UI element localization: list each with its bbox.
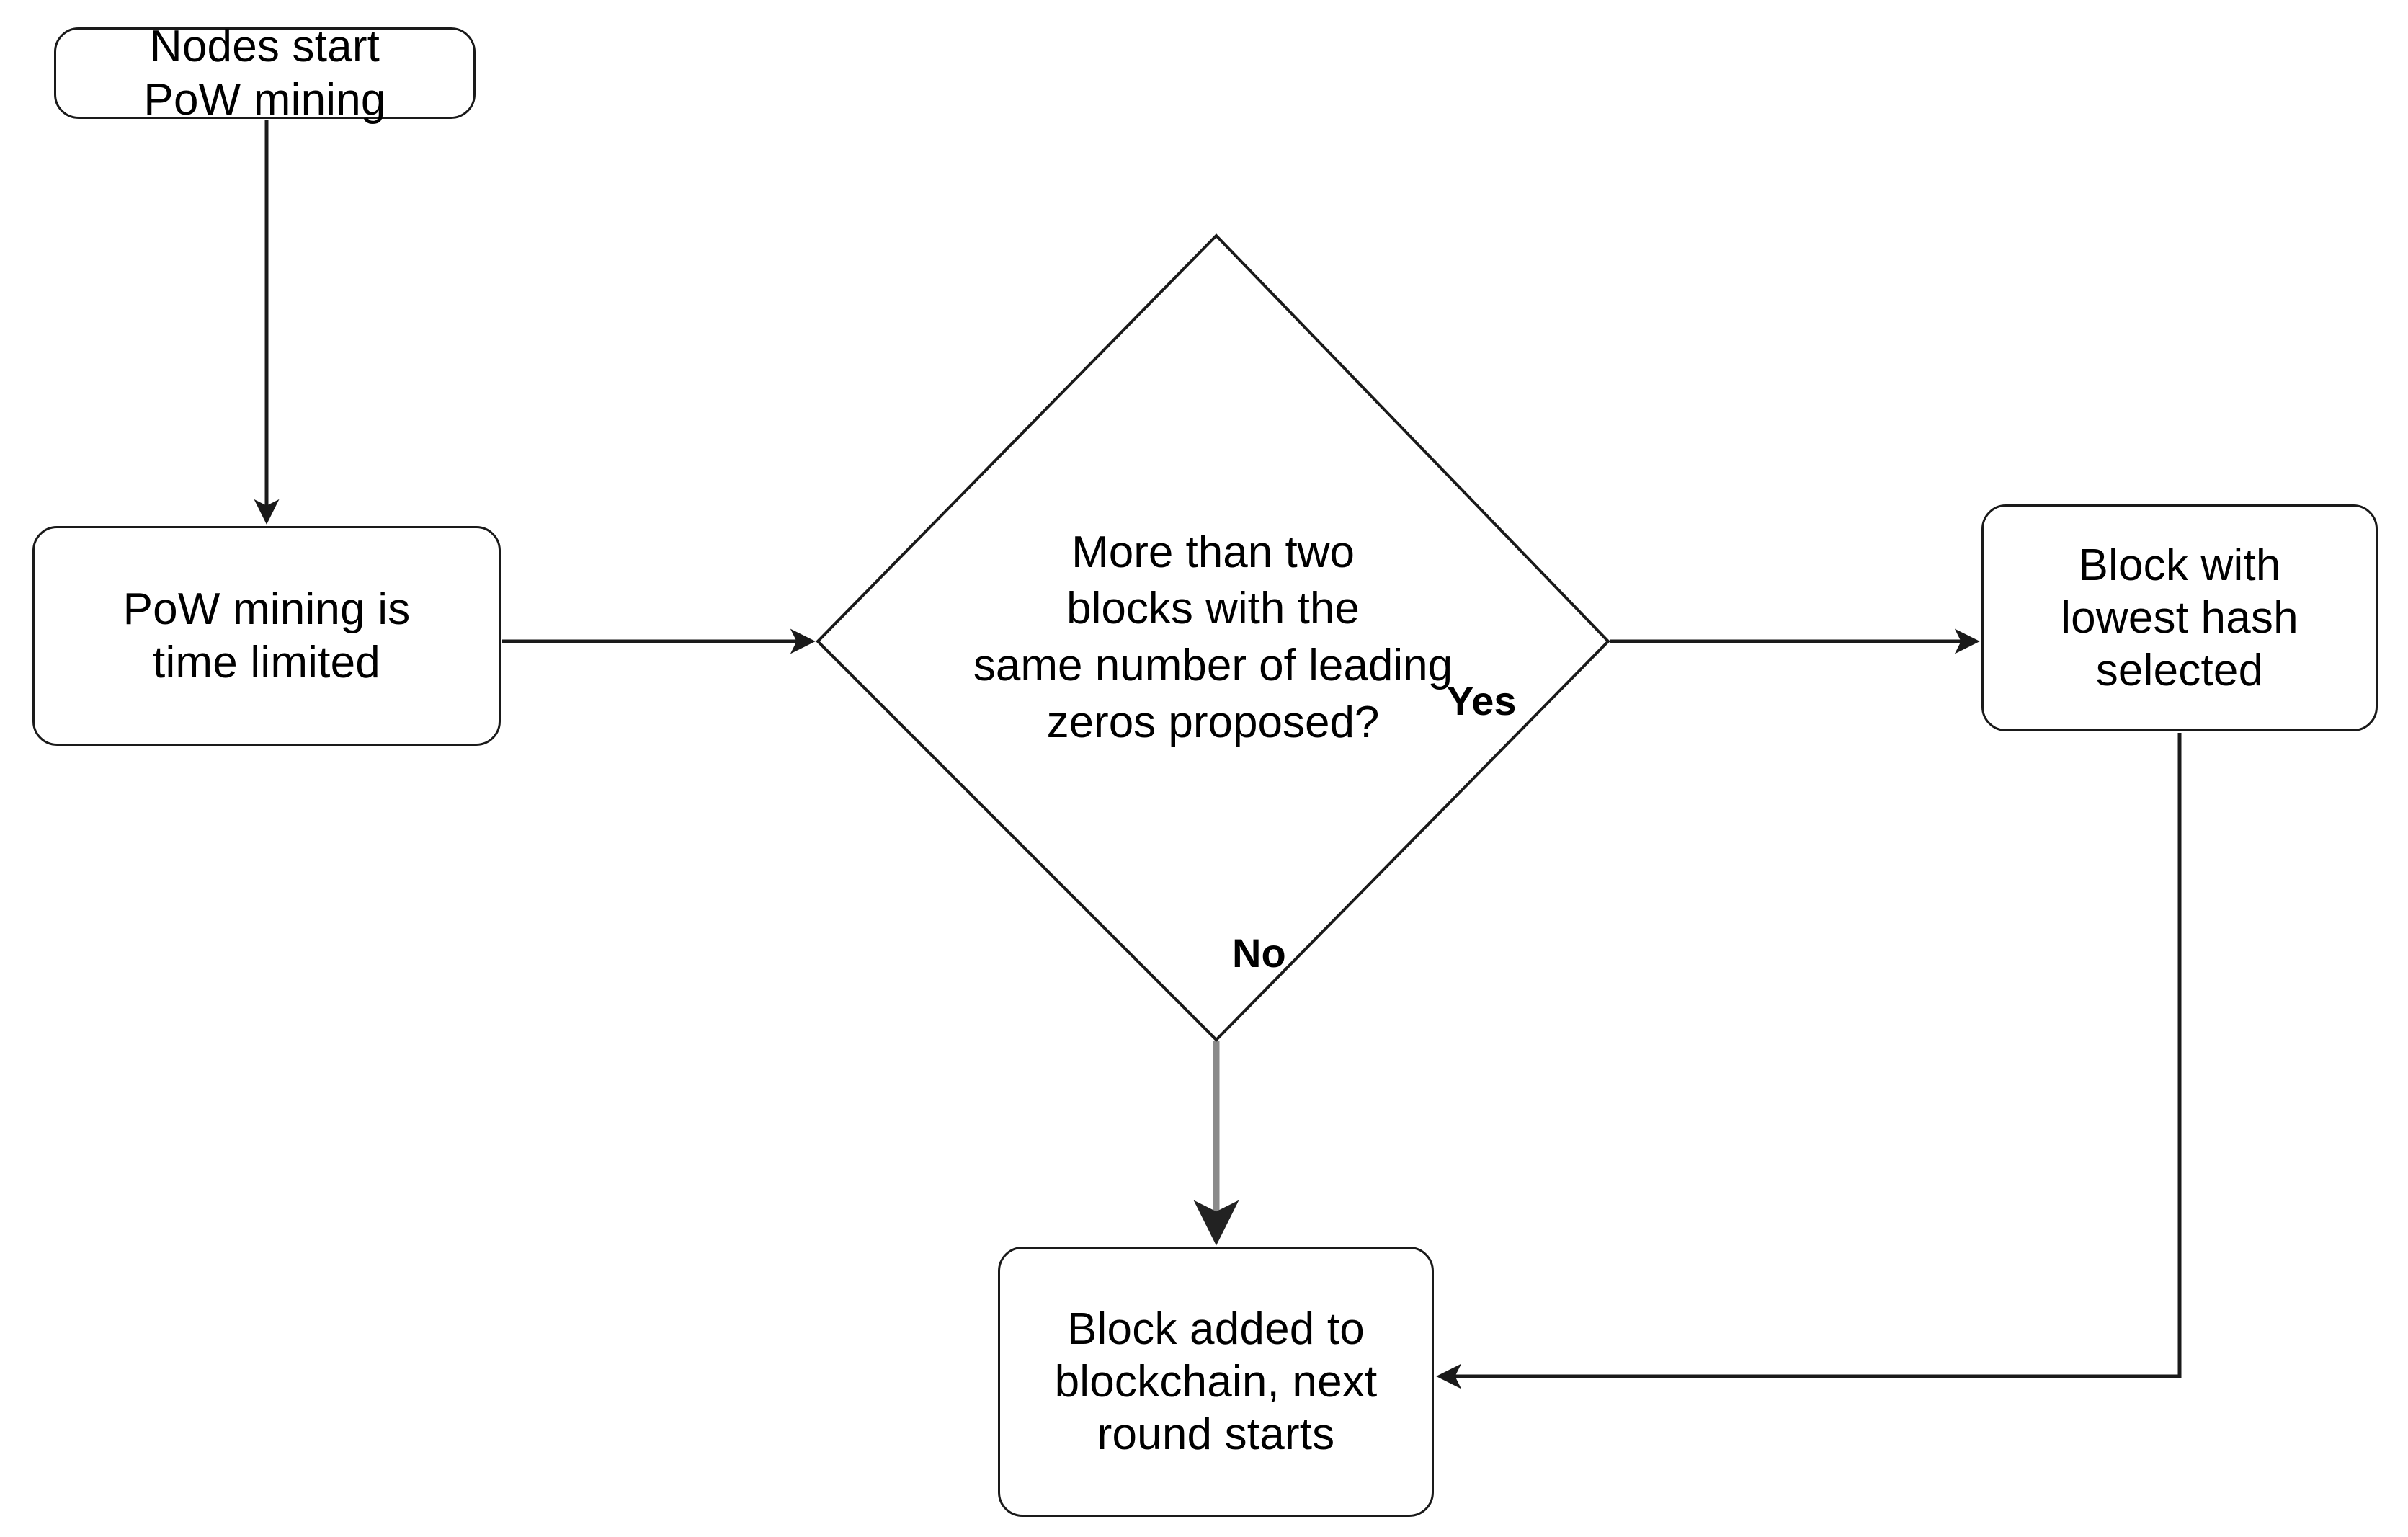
node-block-with-lowest-hash-selected[interactable]: Block with lowest hash selected: [1981, 504, 2378, 731]
node-nodes-start-pow-mining[interactable]: Nodes start PoW mining: [54, 22, 476, 125]
edge-label-no: No: [1232, 930, 1286, 976]
node-label: Block added to blockchain, next round st…: [1054, 1304, 1378, 1460]
node-label: Block with lowest hash selected: [2061, 540, 2298, 696]
node-decision-more-than-two-blocks[interactable]: More than two blocks with the same numbe…: [818, 236, 1608, 1040]
node-label: More than two blocks with the same numbe…: [973, 527, 1453, 747]
node-label: Nodes start PoW mining: [143, 22, 386, 125]
node-pow-mining-is-time-limited[interactable]: PoW mining is time limited: [32, 526, 501, 746]
edge-label-yes: Yes: [1447, 678, 1517, 723]
node-label: PoW mining is time limited: [122, 584, 411, 687]
node-block-added-to-blockchain[interactable]: Block added to blockchain, next round st…: [998, 1247, 1434, 1517]
